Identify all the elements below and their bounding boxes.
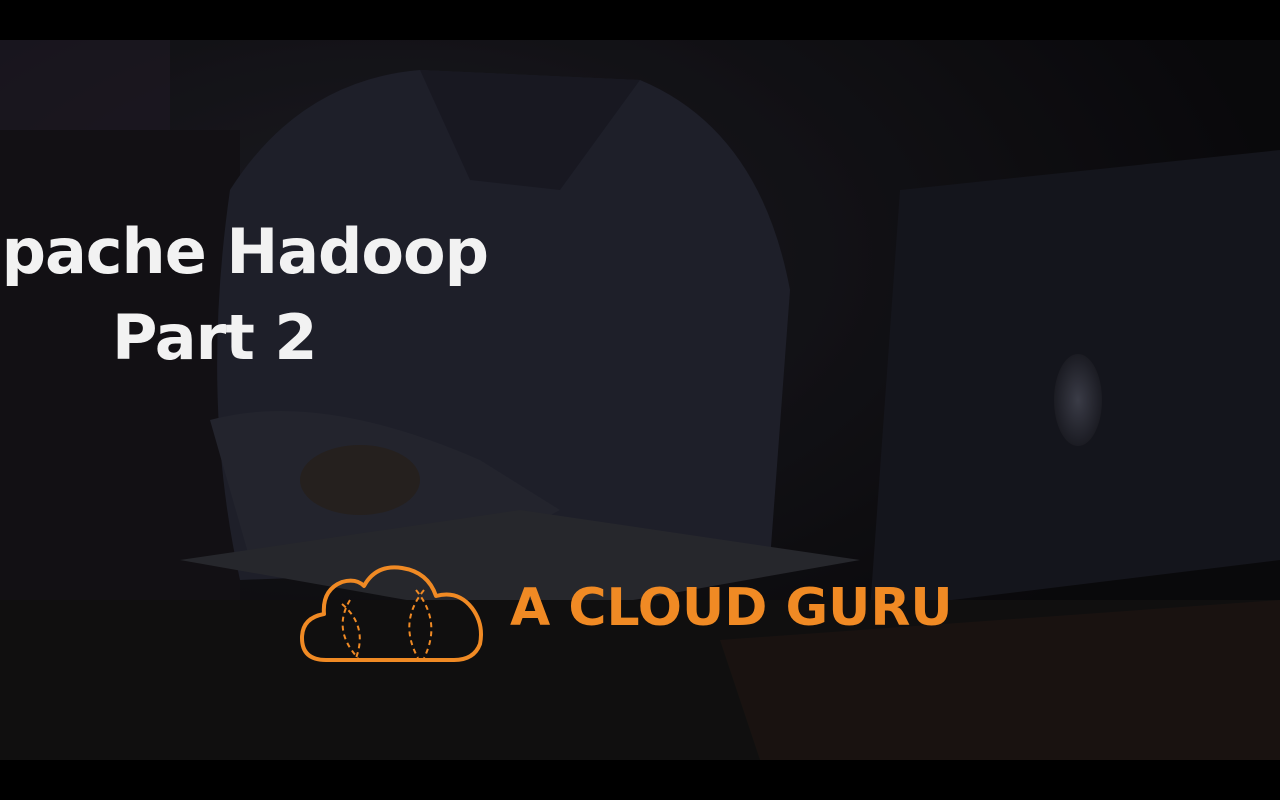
slide-title-line1: pache Hadoop <box>1 215 489 288</box>
cloud-logo-icon <box>300 565 483 662</box>
slide-title-line2: Part 2 <box>112 301 318 374</box>
letterbox-top <box>0 0 1280 40</box>
brand-logo: A CLOUD GURU <box>298 560 998 670</box>
background-photo <box>0 40 1280 760</box>
video-player[interactable]: pache Hadoop Part 2 <box>0 40 1280 760</box>
brand-name: A CLOUD GURU <box>510 578 953 638</box>
letterbox-bottom <box>0 760 1280 800</box>
